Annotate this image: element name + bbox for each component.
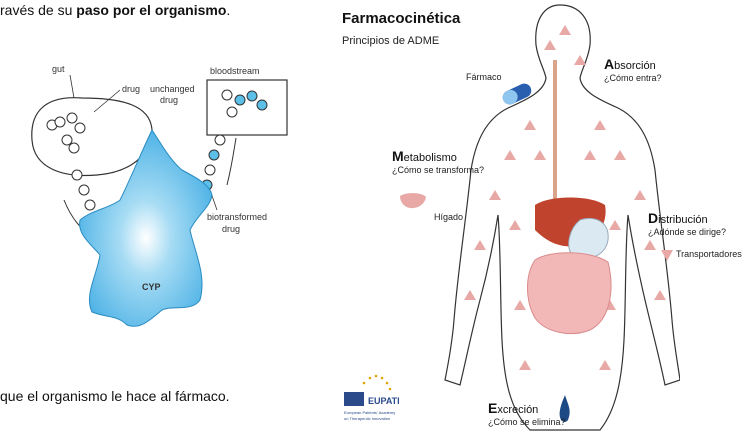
gut-label-line: [70, 75, 74, 98]
flow-molecules-right: [202, 135, 225, 190]
biotransformed-label: biotransformed: [207, 212, 267, 222]
absorcion-question: ¿Cómo entra?: [604, 73, 662, 83]
cyp-label: CYP: [142, 282, 161, 292]
bloodstream-label: bloodstream: [210, 66, 260, 76]
eupati-line1: European Patients' Academy: [344, 410, 395, 415]
bloodstream-compartment: [207, 80, 287, 135]
gut-drug-molecules: [47, 113, 85, 153]
metabolismo-heading: Metabolismo: [392, 148, 457, 164]
excrecion-heading: Excreción: [488, 400, 538, 416]
gut-compartment: [32, 98, 152, 176]
intestines: [528, 253, 611, 334]
absorcion-initial: A: [604, 56, 614, 72]
excrecion-initial: E: [488, 400, 497, 416]
top-text-suffix: .: [226, 2, 230, 18]
transporter-arrow-icon: [660, 248, 674, 262]
biotransformed-drug-label: drug: [222, 224, 240, 234]
unchanged-label: unchanged: [150, 84, 195, 94]
higado-label: Hígado: [434, 212, 463, 222]
eupati-line2: on Therapeutic Innovation: [344, 416, 390, 421]
eupati-stars: [363, 375, 392, 391]
bloodstream-molecules: [222, 90, 267, 117]
bottom-text-line: que el organismo le hace al fármaco.: [0, 388, 230, 404]
gut-label: gut: [52, 64, 65, 74]
distribucion-heading: Distribución: [648, 210, 708, 226]
liver-icon: [398, 192, 428, 212]
cyp-enzyme-shape: [80, 130, 212, 326]
eupati-name: EUPATI: [368, 396, 400, 406]
metabolismo-question: ¿Cómo se transforma?: [392, 165, 484, 175]
pill-icon: [500, 83, 540, 105]
adme-subtitle: Principios de ADME: [342, 35, 439, 47]
top-text-prefix: ravés de su: [0, 2, 76, 18]
distribucion-question: ¿Adónde se dirige?: [648, 227, 726, 237]
unchanged-drug-label: drug: [160, 95, 178, 105]
drug-label: drug: [122, 84, 140, 94]
metabolismo-rest: etabolismo: [404, 152, 457, 164]
distribucion-rest: istribución: [658, 214, 708, 226]
top-text-bold: paso por el organismo: [76, 2, 226, 18]
excrecion-rest: xcreción: [497, 404, 538, 416]
absorcion-heading: Absorción: [604, 56, 656, 72]
cyp-diagram: gut drug bloodstream unchanged drug biot…: [22, 50, 292, 350]
transportadores-label: Transportadores: [676, 249, 742, 259]
flow-arrow-right: [227, 138, 236, 185]
absorcion-rest: bsorción: [614, 60, 656, 72]
distribucion-initial: D: [648, 210, 658, 226]
eupati-building-icon: [344, 392, 364, 406]
top-text-line: ravés de su paso por el organismo.: [0, 2, 230, 18]
excrecion-question: ¿Cómo se elimina?: [488, 417, 566, 427]
metabolismo-initial: M: [392, 148, 404, 164]
farmaco-label: Fármaco: [466, 72, 502, 82]
eupati-logo: EUPATI European Patients' Academy on The…: [340, 370, 420, 430]
